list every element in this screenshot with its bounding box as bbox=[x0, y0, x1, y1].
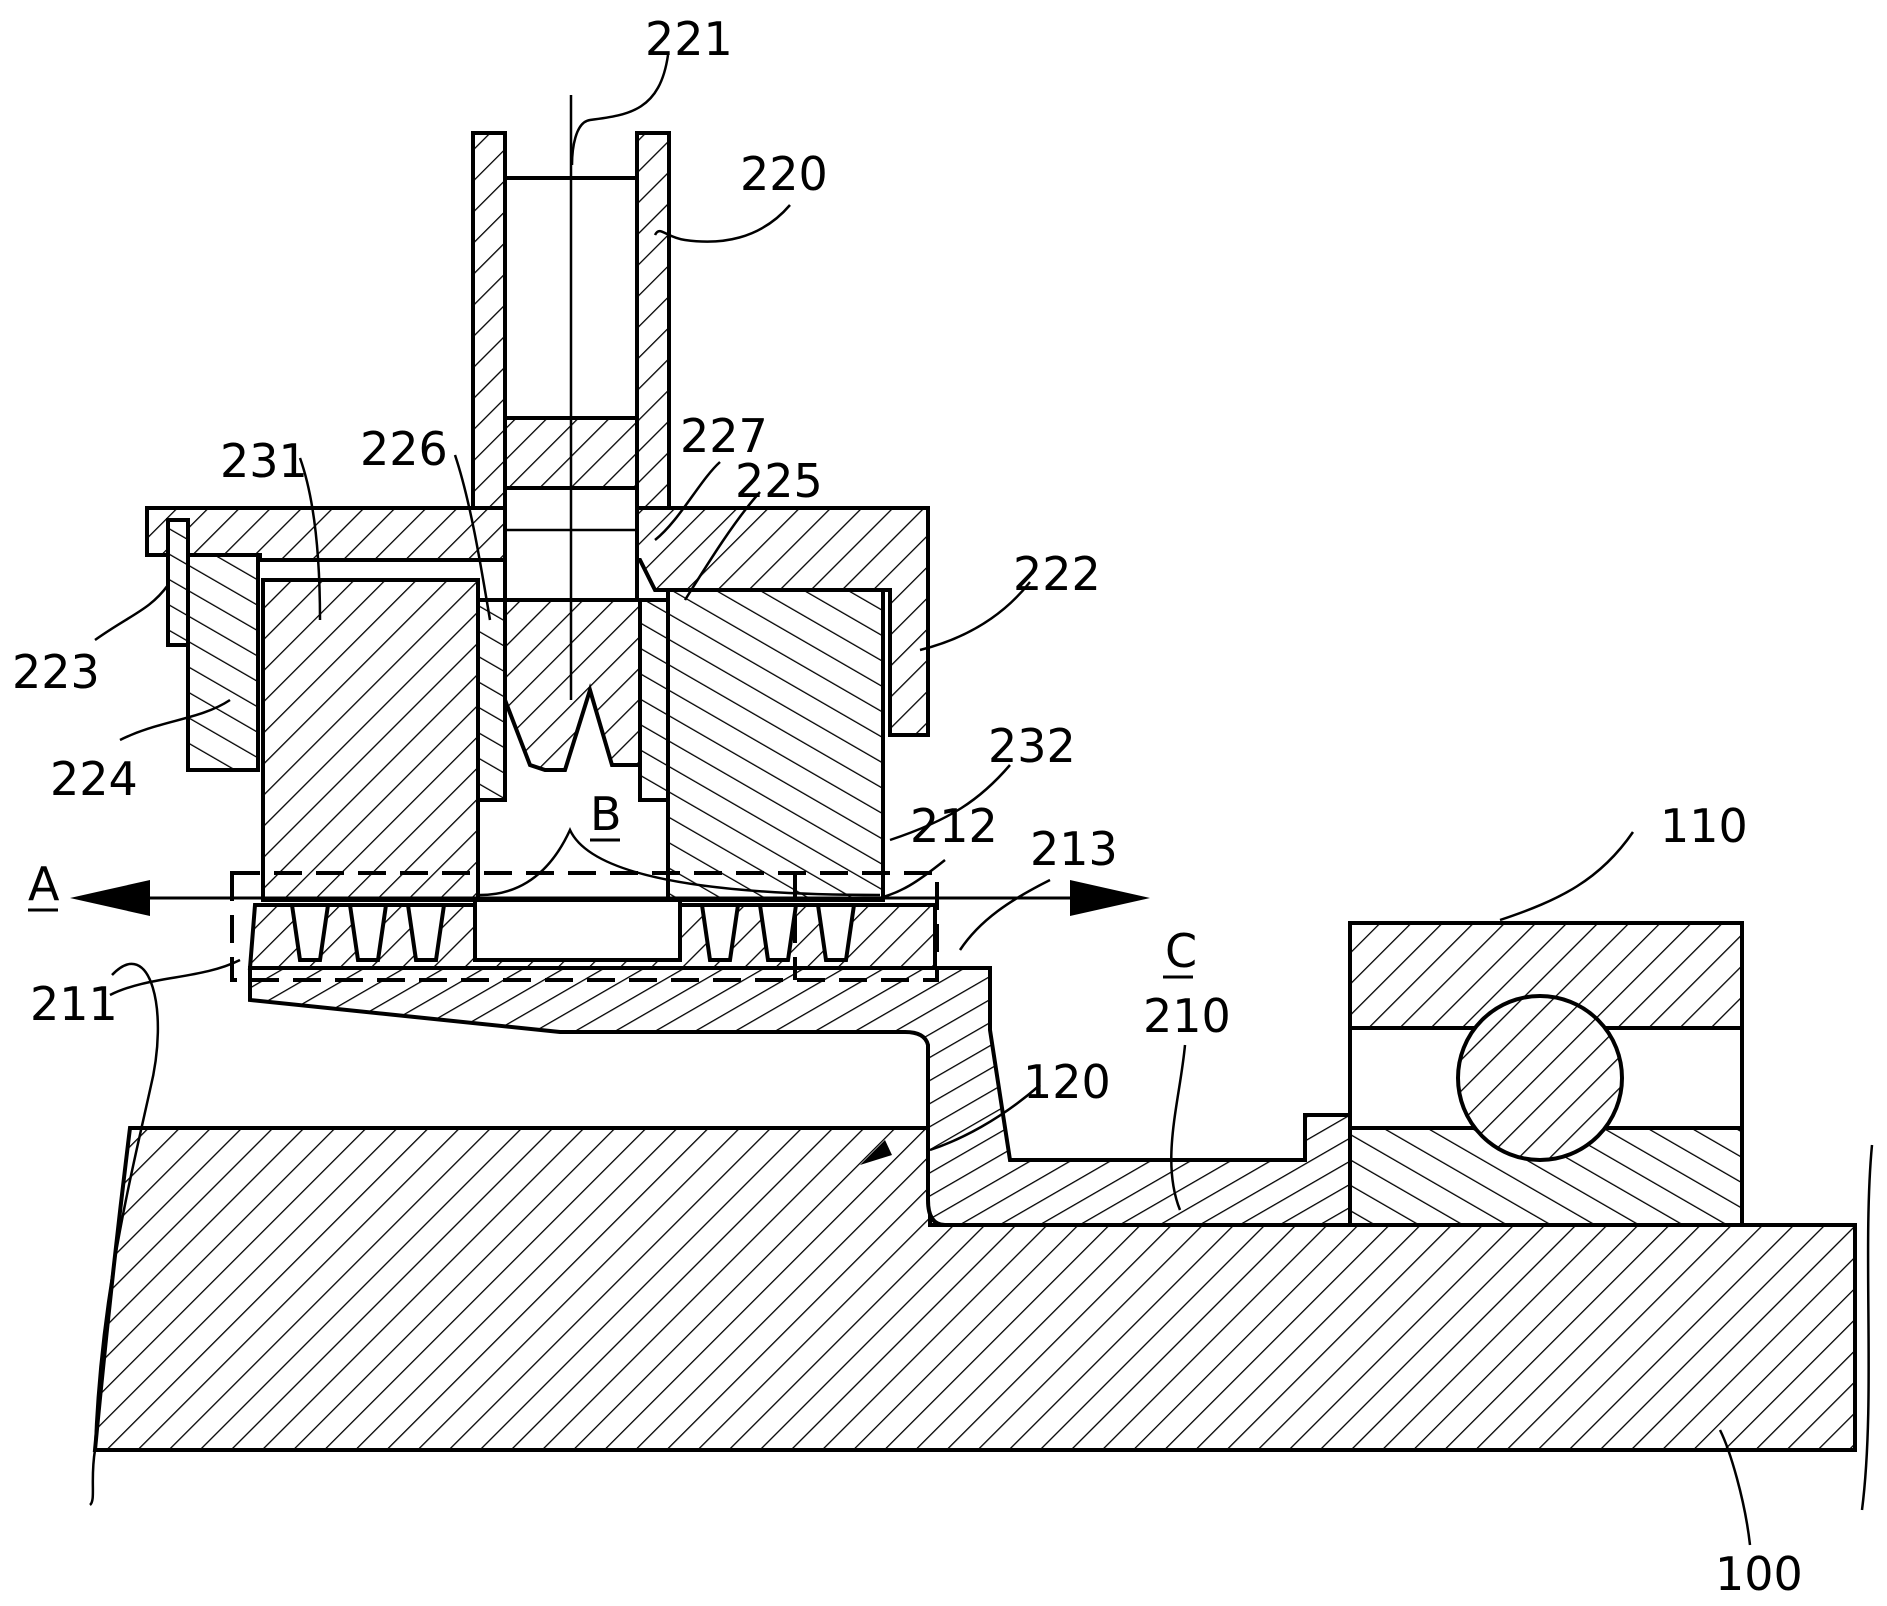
right-cone-227 bbox=[640, 600, 668, 800]
right-break-line bbox=[1862, 1145, 1872, 1510]
label-226: 226 bbox=[360, 422, 448, 476]
label-213: 213 bbox=[1030, 822, 1118, 876]
label-110: 110 bbox=[1660, 799, 1748, 853]
label-223: 223 bbox=[12, 645, 100, 699]
label-222: 222 bbox=[1013, 547, 1101, 601]
label-211: 211 bbox=[30, 977, 118, 1031]
marker-b: B bbox=[590, 787, 622, 841]
label-221: 221 bbox=[645, 12, 733, 66]
marker-c: C bbox=[1165, 924, 1197, 978]
label-224: 224 bbox=[50, 752, 138, 806]
block-231 bbox=[263, 580, 478, 900]
label-232: 232 bbox=[988, 719, 1076, 773]
label-212: 212 bbox=[910, 799, 998, 853]
label-100: 100 bbox=[1715, 1547, 1803, 1601]
label-220: 220 bbox=[740, 147, 828, 201]
label-120: 120 bbox=[1023, 1055, 1111, 1109]
bearing-ball bbox=[1458, 996, 1622, 1160]
label-231: 231 bbox=[220, 434, 308, 488]
arrow-left-head bbox=[70, 880, 150, 916]
tube-left-wall bbox=[473, 133, 505, 508]
marker-a: A bbox=[28, 857, 60, 911]
left-cone-226 bbox=[478, 600, 505, 800]
center-recess bbox=[475, 900, 680, 960]
piece-224 bbox=[188, 555, 258, 770]
inner-cone-225 bbox=[505, 600, 640, 770]
tube-right-wall bbox=[637, 133, 669, 508]
block-232 bbox=[668, 590, 883, 900]
piece-223 bbox=[168, 520, 188, 645]
label-210: 210 bbox=[1143, 989, 1231, 1043]
label-225: 225 bbox=[735, 454, 823, 508]
arrow-right-head bbox=[1070, 880, 1150, 916]
